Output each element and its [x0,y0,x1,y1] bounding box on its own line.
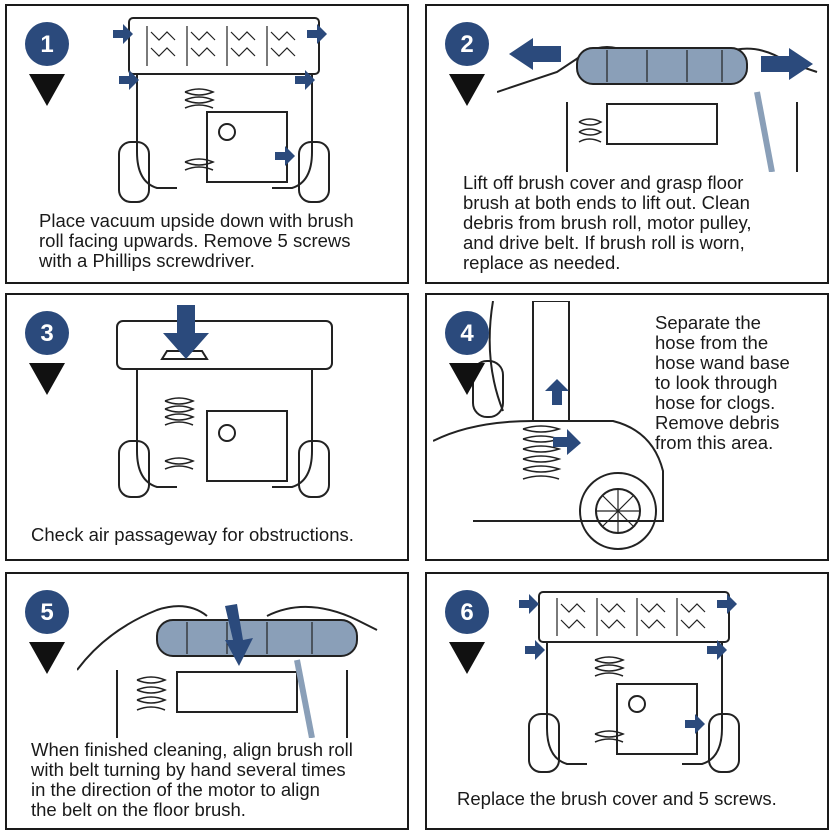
step-2-line: and drive belt. If brush roll is worn, [463,232,745,253]
step-3-panel: 3 Check air passageway for obstructions. [5,293,409,561]
step-4-illustration [432,300,673,557]
step-6-line: Replace the brush cover and 5 screws. [457,788,777,809]
step-3-text: Check air passageway for obstructions. [31,525,354,545]
step-1-line: Place vacuum upside down with brush [39,210,354,231]
step-5-panel: 5 When finished cleaning, align brush ro… [5,572,409,830]
step-4-line: to look through [655,372,778,393]
step-3-line: Check air passageway for obstructions. [31,524,354,545]
step-1-line: with a Phillips screwdriver. [39,250,255,271]
step-3-number: 3 [40,320,53,347]
step-6-badge: 6 [441,588,493,678]
step-6-panel: 6 Replace the [425,572,829,830]
screw-arrows [113,24,327,166]
step-5-number: 5 [40,599,53,626]
step-4-number: 4 [460,320,474,347]
step-1-line: roll facing upwards. Remove 5 screws [39,230,351,251]
step-2-badge: 2 [441,20,493,110]
turn-arrow [225,604,253,666]
step-3-illustration [107,301,347,501]
step-2-number: 2 [460,31,473,58]
step-1-illustration [107,12,347,212]
step-2-illustration [496,12,827,173]
step-2-line: brush at both ends to lift out. Clean [463,192,750,213]
step-4-line: hose wand base [655,352,790,373]
step-5-line: the belt on the floor brush. [31,799,246,820]
step-4-line: Remove debris [655,412,780,433]
step-4-line: Separate the [655,312,761,333]
step-5-illustration [76,580,407,739]
down-arrow [163,305,209,359]
step-2-text: Lift off brush cover and grasp floor bru… [463,173,752,273]
step-2-line: debris from brush roll, motor pulley, [463,212,752,233]
step-6-number: 6 [460,599,473,626]
step-2-line: replace as needed. [463,252,621,273]
step-5-line: When finished cleaning, align brush roll [31,739,353,760]
lift-arrows [509,38,813,80]
step-1-badge: 1 [21,20,73,110]
step-4-line: hose from the [655,332,769,353]
step-4-text: Separate the hose from the hose wand bas… [655,313,790,453]
step-6-illustration [517,588,757,778]
step-2-line: Lift off brush cover and grasp floor [463,172,744,193]
step-4-badge: 4 [441,309,493,399]
hose-arrows [545,379,581,455]
step-5-line: in the direction of the motor to align [31,779,320,800]
step-5-line: with belt turning by hand several times [31,759,346,780]
step-2-panel: 2 Lift off brush cover and grasp floor b… [425,4,829,284]
step-6-text: Replace the brush cover and 5 screws. [457,789,777,809]
step-5-badge: 5 [21,588,73,678]
screw-arrows [519,594,737,734]
step-1-number: 1 [40,31,53,58]
step-1-text: Place vacuum upside down with brush roll… [39,211,354,271]
step-3-badge: 3 [21,309,73,399]
step-4-line: from this area. [655,432,774,453]
step-1-panel: 1 Place vacuu [5,4,409,284]
step-4-line: hose for clogs. [655,392,776,413]
step-4-panel: 4 Separate the hose from the hose wand b… [425,293,829,561]
step-5-text: When finished cleaning, align brush roll… [31,740,353,820]
